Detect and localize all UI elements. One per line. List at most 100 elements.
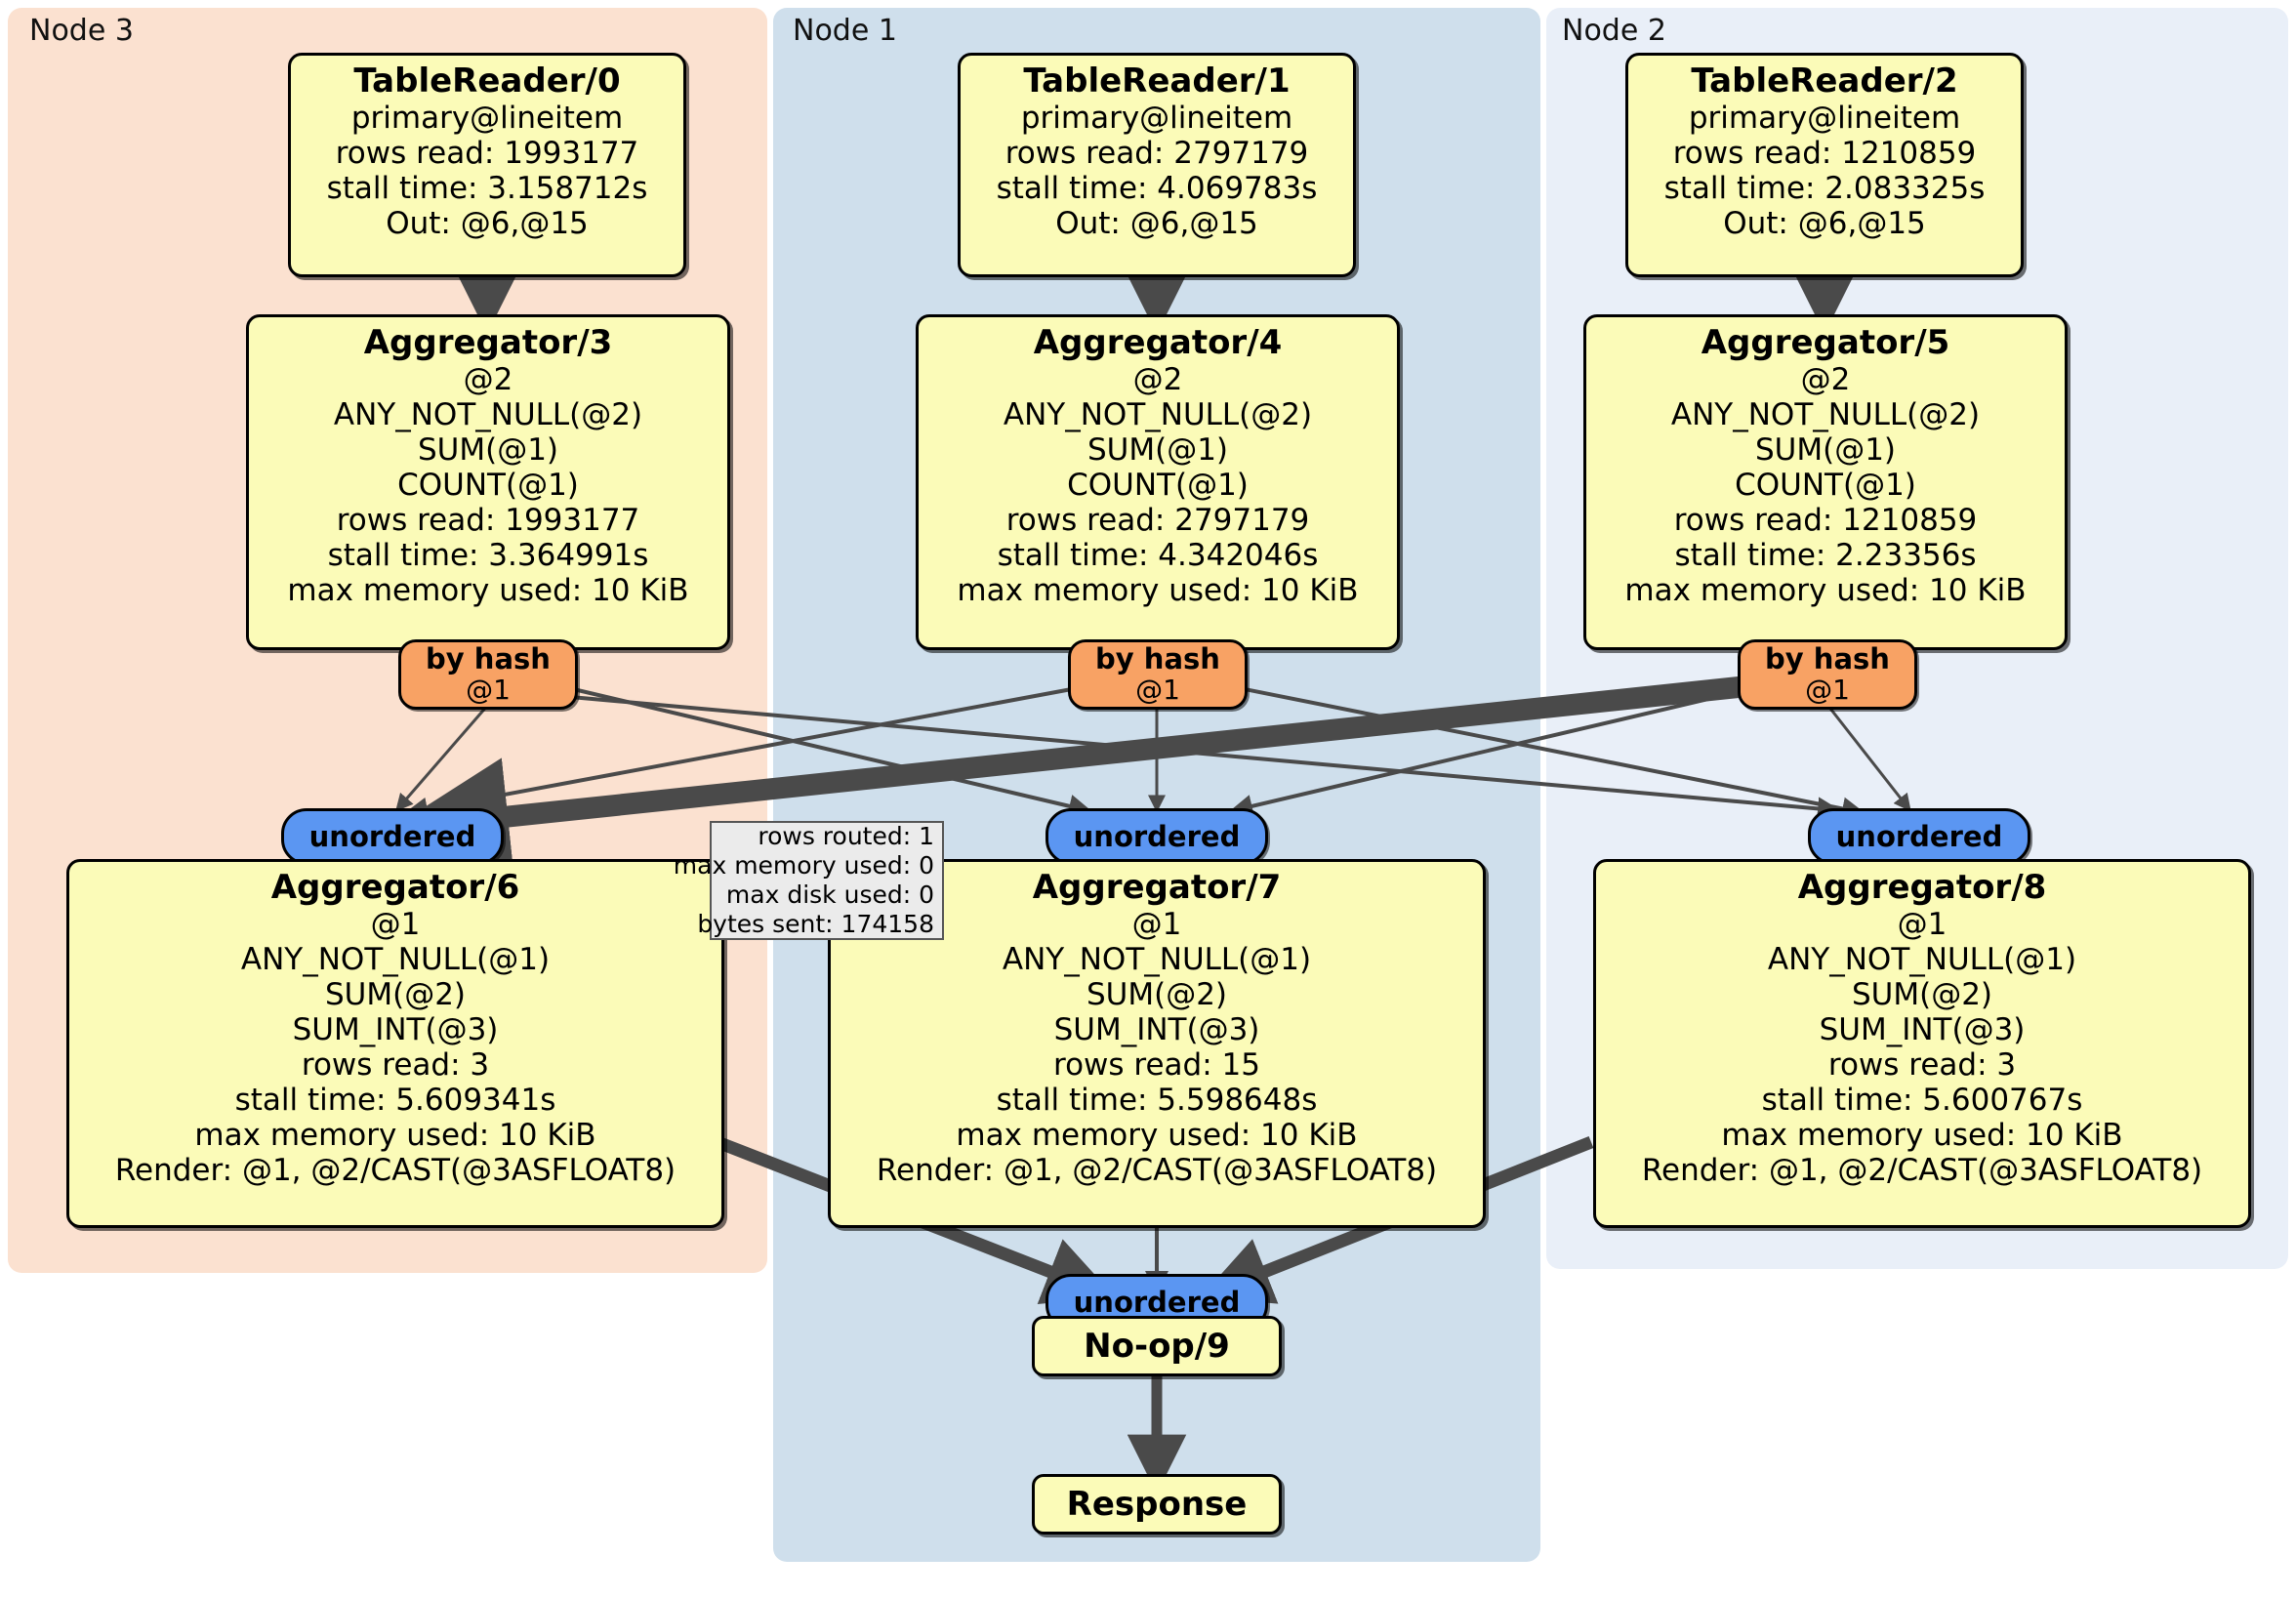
processor-detail: stall time: 5.600767s xyxy=(1761,1083,2083,1119)
processor-detail: ANY_NOT_NULL(@2) xyxy=(1003,397,1313,433)
processor-detail: SUM_INT(@3) xyxy=(292,1012,499,1048)
processor-detail: SUM(@2) xyxy=(324,977,467,1013)
router-column: @1 xyxy=(466,673,511,706)
processor-detail: stall time: 4.342046s xyxy=(997,538,1319,574)
processor-render: Render: @1, @2/CAST(@3ASFLOAT8) xyxy=(114,1153,676,1189)
router-by-hash-right[interactable]: by hash @1 xyxy=(1738,639,1917,710)
processor-aggregator-3[interactable]: Aggregator/3 @2 ANY_NOT_NULL(@2) SUM(@1)… xyxy=(246,314,730,650)
stats-line: max disk used: 0 xyxy=(725,880,934,909)
processor-detail: COUNT(@1) xyxy=(1735,468,1916,504)
router-column: @1 xyxy=(1135,673,1180,706)
router-column: @1 xyxy=(1805,673,1850,706)
processor-detail: rows read: 1993177 xyxy=(335,136,639,172)
stream-unordered-mid[interactable]: unordered xyxy=(1046,808,1268,865)
processor-detail: primary@lineitem xyxy=(1688,101,1961,137)
processor-detail: max memory used: 10 KiB xyxy=(287,573,689,609)
processor-detail: @2 xyxy=(1132,362,1183,398)
processor-detail: SUM_INT(@3) xyxy=(1819,1012,2026,1048)
processor-detail: rows read: 2797179 xyxy=(1005,503,1310,539)
stream-stats-tooltip: rows routed: 1 max memory used: 0 max di… xyxy=(674,821,944,940)
processor-detail: max memory used: 10 KiB xyxy=(1721,1118,2123,1154)
processor-detail: max memory used: 10 KiB xyxy=(957,573,1359,609)
processor-detail: ANY_NOT_NULL(@1) xyxy=(1002,942,1312,978)
processor-title: Aggregator/8 xyxy=(1797,868,2047,907)
processor-detail: max memory used: 10 KiB xyxy=(194,1118,596,1154)
processor-detail: SUM(@1) xyxy=(1086,432,1229,469)
router-label: by hash xyxy=(1095,642,1220,676)
processor-detail: max memory used: 10 KiB xyxy=(1624,573,2027,609)
stream-label: unordered xyxy=(1073,1286,1241,1319)
processor-detail: rows read: 1210859 xyxy=(1672,136,1977,172)
processor-detail: @2 xyxy=(1800,362,1851,398)
stream-unordered-left[interactable]: unordered xyxy=(281,808,504,865)
processor-title: Aggregator/6 xyxy=(270,868,520,907)
processor-detail: primary@lineitem xyxy=(1020,101,1293,137)
processor-detail: stall time: 4.069783s xyxy=(996,171,1318,207)
processor-detail: stall time: 2.23356s xyxy=(1674,538,1977,574)
processor-detail: max memory used: 10 KiB xyxy=(956,1118,1358,1154)
processor-detail: Out: @6,@15 xyxy=(386,206,589,242)
processor-detail: Out: @6,@15 xyxy=(1723,206,1926,242)
router-by-hash-mid[interactable]: by hash @1 xyxy=(1068,639,1248,710)
processor-aggregator-6[interactable]: Aggregator/6 @1 ANY_NOT_NULL(@1) SUM(@2)… xyxy=(66,859,724,1228)
panel-node1-label: Node 1 xyxy=(793,14,897,48)
processor-tablereader-0[interactable]: TableReader/0 primary@lineitem rows read… xyxy=(288,53,686,277)
panel-node3-label: Node 3 xyxy=(29,14,134,48)
processor-title: Response xyxy=(1066,1485,1248,1524)
processor-detail: Out: @6,@15 xyxy=(1055,206,1258,242)
stream-label: unordered xyxy=(1835,820,2003,853)
processor-detail: SUM(@1) xyxy=(1754,432,1897,469)
processor-title: TableReader/1 xyxy=(1023,61,1291,101)
processor-aggregator-4[interactable]: Aggregator/4 @2 ANY_NOT_NULL(@2) SUM(@1)… xyxy=(916,314,1400,650)
processor-detail: rows read: 1210859 xyxy=(1673,503,1978,539)
processor-detail: @1 xyxy=(1131,907,1182,943)
stream-label: unordered xyxy=(1073,820,1241,853)
stats-line: bytes sent: 174158 xyxy=(697,910,934,938)
processor-detail: @1 xyxy=(370,907,421,943)
stream-unordered-right[interactable]: unordered xyxy=(1808,808,2030,865)
router-by-hash-left[interactable]: by hash @1 xyxy=(398,639,578,710)
processor-detail: SUM(@2) xyxy=(1851,977,1993,1013)
stats-line: max memory used: 0 xyxy=(673,851,934,880)
processor-detail: stall time: 3.364991s xyxy=(327,538,649,574)
processor-detail: stall time: 3.158712s xyxy=(326,171,648,207)
processor-render: Render: @1, @2/CAST(@3ASFLOAT8) xyxy=(876,1153,1438,1189)
processor-detail: ANY_NOT_NULL(@2) xyxy=(333,397,643,433)
processor-tablereader-1[interactable]: TableReader/1 primary@lineitem rows read… xyxy=(958,53,1356,277)
processor-tablereader-2[interactable]: TableReader/2 primary@lineitem rows read… xyxy=(1625,53,2024,277)
processor-title: TableReader/0 xyxy=(353,61,621,101)
processor-detail: COUNT(@1) xyxy=(397,468,579,504)
processor-detail: SUM(@2) xyxy=(1086,977,1228,1013)
processor-detail: stall time: 2.083325s xyxy=(1663,171,1986,207)
processor-detail: rows read: 1993177 xyxy=(336,503,640,539)
processor-detail: rows read: 2797179 xyxy=(1004,136,1309,172)
processor-title: Aggregator/3 xyxy=(363,323,613,362)
processor-detail: ANY_NOT_NULL(@1) xyxy=(240,942,551,978)
processor-title: Aggregator/4 xyxy=(1033,323,1283,362)
processor-aggregator-5[interactable]: Aggregator/5 @2 ANY_NOT_NULL(@2) SUM(@1)… xyxy=(1583,314,2068,650)
processor-detail: ANY_NOT_NULL(@2) xyxy=(1670,397,1981,433)
panel-node2-label: Node 2 xyxy=(1562,14,1666,48)
processor-detail: stall time: 5.598648s xyxy=(996,1083,1318,1119)
processor-detail: COUNT(@1) xyxy=(1067,468,1249,504)
processor-detail: primary@lineitem xyxy=(350,101,624,137)
processor-detail: SUM_INT(@3) xyxy=(1053,1012,1260,1048)
processor-aggregator-8[interactable]: Aggregator/8 @1 ANY_NOT_NULL(@1) SUM(@2)… xyxy=(1593,859,2251,1228)
processor-detail: @2 xyxy=(463,362,513,398)
processor-title: Aggregator/5 xyxy=(1701,323,1950,362)
stream-label: unordered xyxy=(308,820,476,853)
processor-title: No-op/9 xyxy=(1084,1327,1230,1366)
processor-detail: ANY_NOT_NULL(@1) xyxy=(1767,942,2077,978)
processor-noop-9[interactable]: No-op/9 xyxy=(1032,1316,1282,1376)
processor-detail: SUM(@1) xyxy=(417,432,559,469)
processor-title: TableReader/2 xyxy=(1691,61,1958,101)
stats-line: rows routed: 1 xyxy=(758,822,934,850)
processor-detail: rows read: 15 xyxy=(1053,1047,1260,1084)
processor-detail: @1 xyxy=(1897,907,1948,943)
processor-detail: rows read: 3 xyxy=(1827,1047,2017,1084)
processor-response[interactable]: Response xyxy=(1032,1474,1282,1535)
processor-render: Render: @1, @2/CAST(@3ASFLOAT8) xyxy=(1641,1153,2203,1189)
processor-detail: stall time: 5.609341s xyxy=(234,1083,556,1119)
router-label: by hash xyxy=(426,642,551,676)
